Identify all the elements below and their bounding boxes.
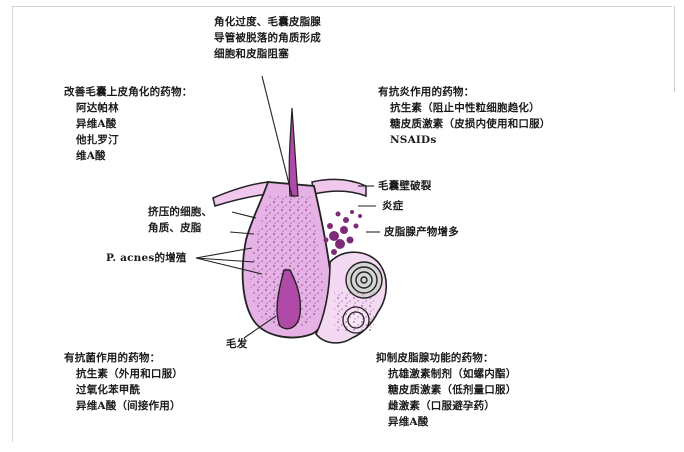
hyperkeratosis-label: 角化过度、毛囊皮脂腺 导管被脱落的角质形成 细胞和皮脂阻塞: [214, 14, 321, 62]
label-heading: 有抗炎作用的药物：: [378, 84, 551, 100]
label-line: 异维A酸: [64, 116, 192, 132]
label-line: 糖皮质激素（低剂量口服）: [376, 382, 516, 398]
inflammation-label: 炎症: [382, 198, 403, 214]
label-heading: 抑制皮脂腺功能的药物：: [376, 350, 516, 366]
gland-dots: [334, 292, 374, 332]
label-line: 阿达帕林: [64, 100, 192, 116]
label-line: 角质、皮脂: [148, 220, 212, 236]
label-line: 过氧化苯甲酰: [64, 382, 183, 398]
label-line: NSAIDs: [378, 132, 551, 148]
label-heading: 有抗菌作用的药物：: [64, 350, 183, 366]
label-line: 抗雄激素制剂（如螺内酯）: [376, 366, 516, 382]
label-line: 导管被脱落的角质形成: [214, 30, 321, 46]
compressed-cells-label: 挤压的细胞、 角质、皮脂: [148, 204, 212, 236]
label-line: 雌激素（口服避孕药）: [376, 398, 516, 414]
label-line: 抗生素（阻止中性粒细胞趋化）: [378, 100, 551, 116]
inflammation-cluster: [324, 210, 363, 255]
label-line: 异维A酸: [376, 414, 516, 430]
label-line: 细胞和皮脂阻塞: [214, 46, 321, 62]
label-line: 角化过度、毛囊皮脂腺: [214, 14, 321, 30]
sebum-increase-label: 皮脂腺产物增多: [384, 224, 459, 240]
anti-inflammatory-drugs-label: 有抗炎作用的药物： 抗生素（阻止中性粒细胞趋化） 糖皮质激素（皮损内使用和口服）…: [378, 84, 551, 148]
antibacterial-drugs-label: 有抗菌作用的药物： 抗生素（外用和口服） 过氧化苯甲酰 异维A酸（间接作用）: [64, 350, 183, 414]
skin-surface-right: [312, 179, 366, 196]
keratinization-drugs-label: 改善毛囊上皮角化的药物： 阿达帕林 异维A酸 他扎罗汀 维A酸: [64, 84, 192, 164]
label-line: 挤压的细胞、: [148, 204, 212, 220]
label-heading: 改善毛囊上皮角化的药物：: [64, 84, 192, 100]
label-line: 异维A酸（间接作用）: [64, 398, 183, 414]
follicle-rupture-label: 毛囊壁破裂: [378, 178, 432, 194]
hair-label: 毛发: [226, 336, 247, 352]
p-acnes-label: P. acnes的增殖: [106, 250, 187, 266]
hair-shaft: [289, 108, 298, 196]
label-line: 他扎罗汀: [64, 132, 192, 148]
sebaceous-inhibitor-drugs-label: 抑制皮脂腺功能的药物： 抗雄激素制剂（如螺内酯） 糖皮质激素（低剂量口服） 雌激…: [376, 350, 516, 430]
label-line: 维A酸: [64, 148, 192, 164]
label-line: 抗生素（外用和口服）: [64, 366, 183, 382]
label-line: 糖皮质激素（皮损内使用和口服）: [378, 116, 551, 132]
